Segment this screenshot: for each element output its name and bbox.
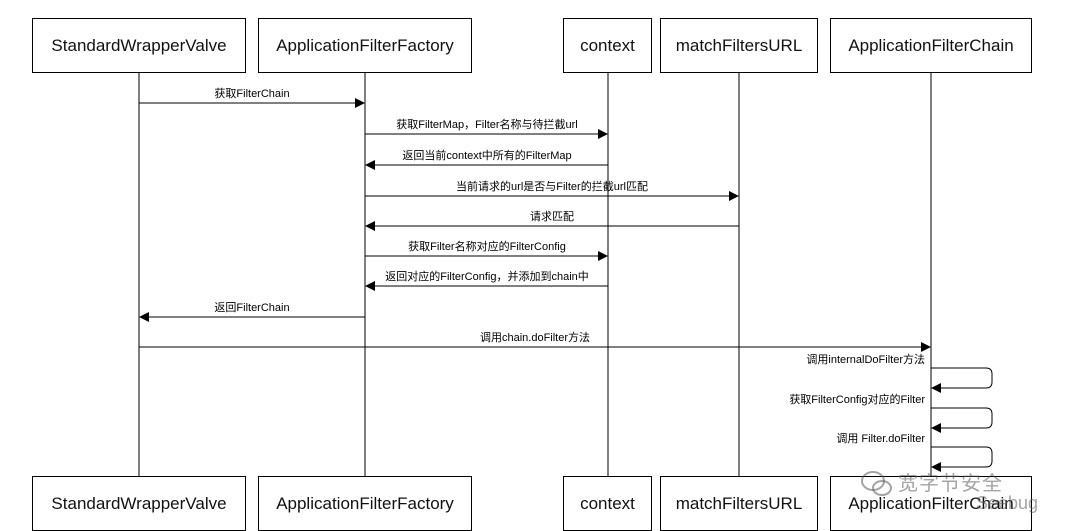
arrowhead: [931, 383, 941, 393]
arrowhead: [931, 462, 941, 472]
message-label: 调用internalDoFilter方法: [806, 354, 925, 366]
message-label: 调用chain.doFilter方法: [479, 332, 591, 344]
self-message-arrow: [931, 446, 993, 468]
self-message-arrow: [931, 407, 993, 429]
message-label: 当前请求的url是否与Filter的拦截url匹配: [456, 181, 648, 193]
participant-mfu-top: matchFiltersURL: [660, 18, 818, 73]
message-label: 获取FilterConfig对应的Filter: [789, 394, 925, 406]
participant-swv-bottom: StandardWrapperValve: [32, 476, 246, 531]
arrowhead: [729, 191, 739, 201]
watermark-subtitle: Seebug: [976, 493, 1039, 513]
message-label: 获取FilterMap，Filter名称与待拦截url: [396, 119, 578, 131]
message-label: 返回当前context中所有的FilterMap: [402, 150, 572, 162]
participant-mfu-bottom: matchFiltersURL: [660, 476, 818, 531]
watermark-title: 宽字节安全: [898, 473, 1003, 495]
message-label: 调用 Filter.doFilter: [836, 433, 925, 445]
message-label: 返回对应的FilterConfig，并添加到chain中: [385, 271, 589, 283]
wechat-icon: [860, 469, 894, 505]
participant-ctx-top: context: [563, 18, 652, 73]
arrowhead: [598, 129, 608, 139]
arrowhead: [931, 423, 941, 433]
participant-aff-top: ApplicationFilterFactory: [258, 18, 472, 73]
arrowhead: [139, 312, 149, 322]
participant-aff-bottom: ApplicationFilterFactory: [258, 476, 472, 531]
message-label: 返回FilterChain: [214, 302, 290, 314]
watermark: 宽字节安全 Seebug: [858, 465, 1068, 525]
message-label: 获取Filter名称对应的FilterConfig: [408, 241, 566, 253]
participant-afc-top: ApplicationFilterChain: [830, 18, 1032, 73]
participant-ctx-bottom: context: [563, 476, 652, 531]
self-message-arrow: [931, 367, 993, 389]
arrowhead: [921, 342, 931, 352]
message-label: 获取FilterChain: [214, 88, 290, 100]
arrowhead: [365, 160, 375, 170]
participant-swv-top: StandardWrapperValve: [32, 18, 246, 73]
arrowhead: [365, 281, 375, 291]
arrowhead: [355, 98, 365, 108]
arrowhead: [598, 251, 608, 261]
message-label: 请求匹配: [530, 211, 574, 223]
arrowhead: [365, 221, 375, 231]
